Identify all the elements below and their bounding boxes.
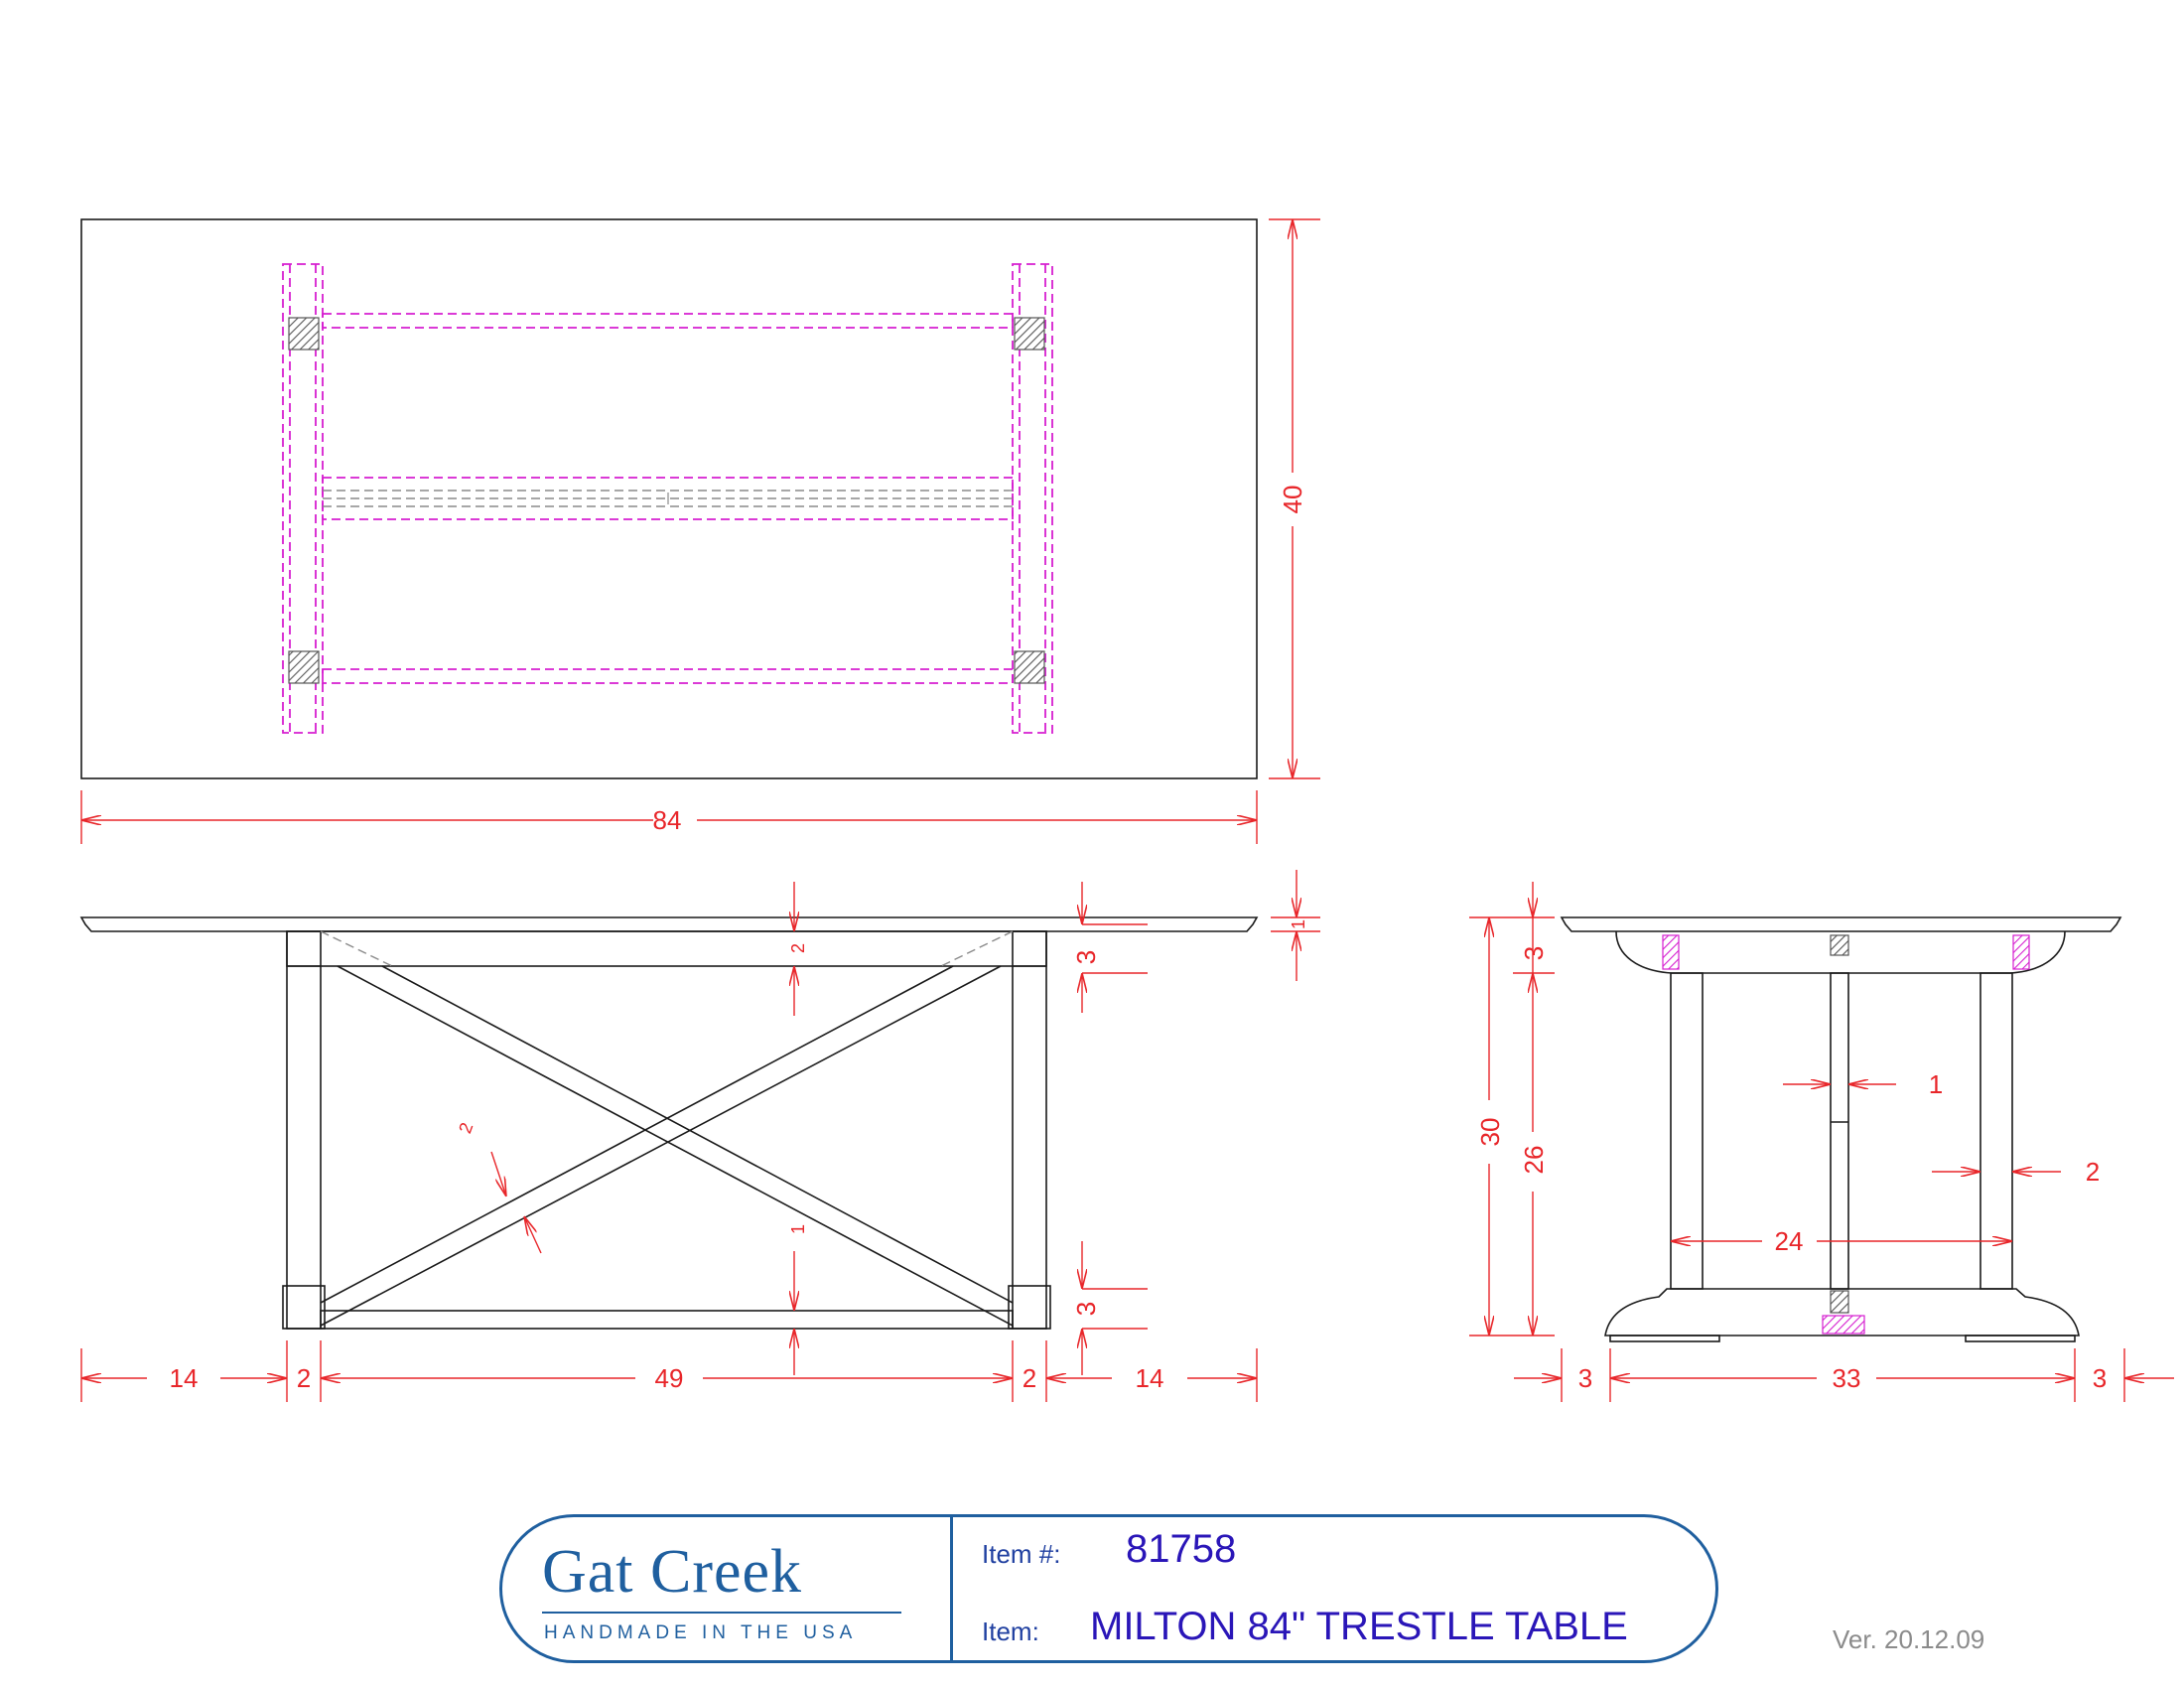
- item-number-label: Item #:: [982, 1539, 1061, 1569]
- brand-tagline: HANDMADE IN THE USA: [544, 1622, 858, 1643]
- top-view: [80, 218, 1258, 779]
- dim-apron-top: 2: [788, 943, 808, 953]
- dim-end-overhang-left: 14: [170, 1363, 199, 1393]
- side-top-slab: [1560, 916, 2122, 932]
- front-leg-left: [286, 930, 322, 1330]
- dim-post-width: 1: [1929, 1069, 1943, 1099]
- leg-section: [1014, 650, 1045, 684]
- dim-inner-span: 24: [1775, 1226, 1804, 1256]
- hidden-apron-bottom: [322, 668, 1014, 684]
- dim-foot-overhang-right: 3: [2093, 1363, 2107, 1393]
- dim-apron-height: 3: [1071, 950, 1101, 964]
- title-block: Gat Creek HANDMADE IN THE USA Item #: 81…: [499, 1514, 1718, 1663]
- post-section: [1830, 1290, 1849, 1314]
- dim-top-length: 84: [653, 805, 682, 835]
- brand-logo: Gat Creek: [542, 1538, 803, 1606]
- dim-leg-width-right: 2: [1023, 1363, 1036, 1393]
- front-leg-right: [1012, 930, 1047, 1330]
- dim-foot-overhang-left: 3: [1578, 1363, 1592, 1393]
- dim-stretcher-height: 3: [1071, 1302, 1101, 1316]
- hidden-apron-top: [322, 313, 1014, 329]
- side-view-dimensions: 30 3 26 1 2 24 3 33 3: [1469, 882, 2174, 1402]
- leg-section: [288, 317, 320, 351]
- item-number: 81758: [1126, 1527, 1237, 1571]
- front-top-slab: [79, 916, 1259, 932]
- dim-top-thickness: 1: [1289, 919, 1308, 929]
- title-block-divider: [950, 1517, 953, 1660]
- leg-section: [288, 650, 320, 684]
- dim-height: 30: [1475, 1118, 1505, 1147]
- hidden-leg-left: [282, 263, 324, 734]
- dim-span: 49: [655, 1363, 684, 1393]
- item-name-label: Item:: [982, 1617, 1039, 1646]
- item-name: MILTON 84" TRESTLE TABLE: [1090, 1605, 1628, 1648]
- dim-brace-thickness: 1: [788, 1224, 808, 1234]
- side-view: [1560, 916, 2122, 1342]
- dim-leg-height: 26: [1519, 1146, 1549, 1175]
- dim-brace-width: 2: [455, 1120, 477, 1136]
- front-view-dimensions: 2 3 3 1 2 1 14 2: [80, 870, 1320, 1402]
- apron-section: [2012, 934, 2030, 970]
- front-view: [79, 916, 1259, 1330]
- top-view-dimensions: 84 40: [80, 218, 1320, 844]
- brand-rule: [542, 1612, 901, 1614]
- apron-section: [1662, 934, 1680, 970]
- dim-top-width: 40: [1278, 486, 1307, 514]
- side-base: [1604, 1288, 2080, 1336]
- version-label: Ver. 20.12.09: [1833, 1624, 1985, 1654]
- stretcher-section: [1822, 1315, 1865, 1335]
- post-section: [1830, 934, 1849, 956]
- table-top-outline: [80, 218, 1258, 779]
- leg-section: [1014, 317, 1045, 351]
- dim-leg-width-left: 2: [297, 1363, 311, 1393]
- dim-end-overhang-right: 14: [1136, 1363, 1164, 1393]
- dim-side-apron: 3: [1519, 946, 1549, 960]
- dim-leg-thickness: 2: [2086, 1157, 2100, 1187]
- dim-base-length: 33: [1833, 1363, 1861, 1393]
